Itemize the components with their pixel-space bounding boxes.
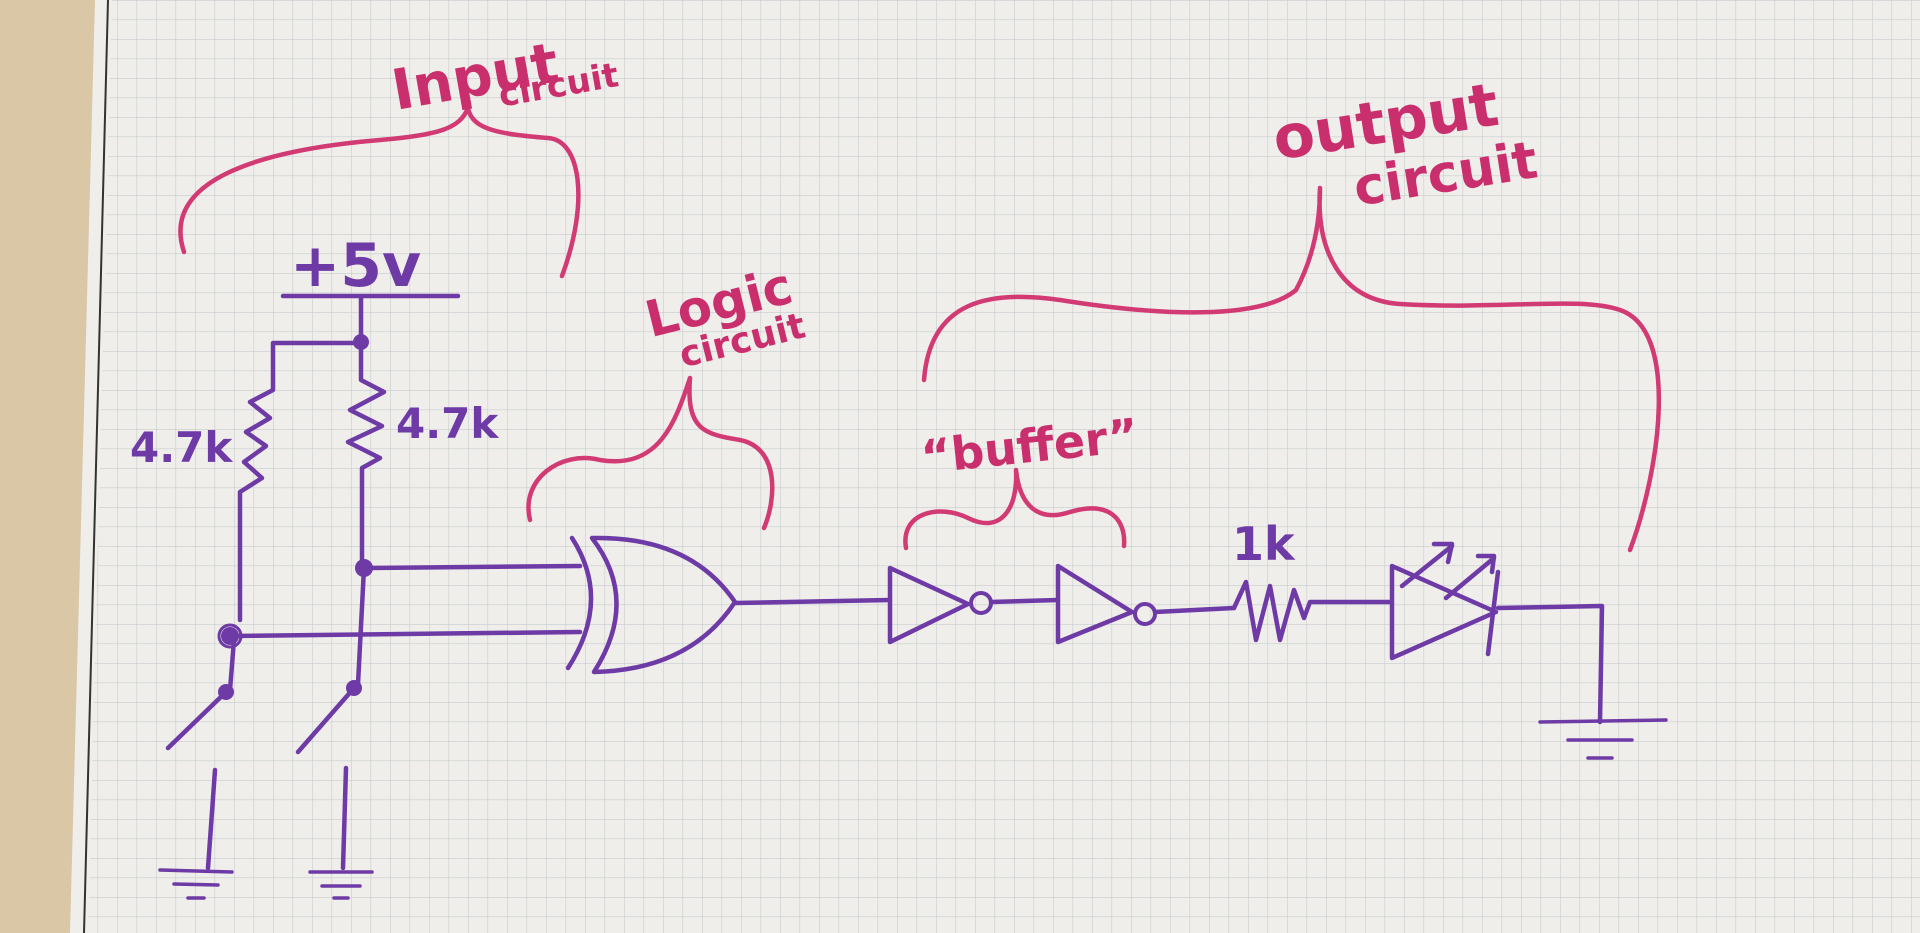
xor-gate-body <box>589 535 738 675</box>
input-wire-a <box>361 563 583 571</box>
input-wire-b <box>227 629 583 639</box>
label-resistor-left: 4.7k <box>130 423 233 472</box>
inverter-1 <box>887 565 971 645</box>
buffer-brace <box>903 467 1127 551</box>
label-supply-voltage: +5v <box>290 231 421 301</box>
switch-left-ground-lead <box>205 767 218 871</box>
switch-left-lever <box>165 689 229 751</box>
led-diode <box>1389 563 1499 661</box>
resistor-right <box>345 340 387 563</box>
label-resistor-right: 4.7k <box>396 399 499 448</box>
led-arrowhead-2 <box>1475 553 1497 575</box>
switch-left-lead <box>227 637 237 693</box>
led-cathode-bar <box>1485 569 1501 657</box>
ground-out-1 <box>1538 718 1668 724</box>
input-brace <box>178 105 581 279</box>
xor-output-wire <box>732 597 893 606</box>
resistor-left <box>237 340 276 623</box>
board-edge-line <box>83 0 109 933</box>
xor-gate-input-arc <box>565 535 594 671</box>
grid-lines <box>88 0 1920 933</box>
led-arrowhead-1 <box>1431 541 1455 565</box>
label-output-circuit: output circuit <box>1268 70 1541 219</box>
inverter-link-wire <box>988 597 1061 605</box>
output-brace <box>921 185 1661 553</box>
resistor-1k <box>1231 579 1393 643</box>
ground-left-2 <box>172 882 220 887</box>
logic-brace <box>526 375 775 531</box>
switch-right-lever <box>295 685 357 755</box>
led-ground-wire <box>1495 603 1605 725</box>
led-arrow-1 <box>1399 543 1455 589</box>
label-resistor-1k: 1k <box>1232 517 1296 571</box>
ground-left-1 <box>158 868 234 874</box>
led-arrow-2 <box>1443 555 1497 601</box>
switch-right-lead <box>355 565 367 687</box>
switch-right-ground-lead <box>340 765 349 871</box>
inverter-2 <box>1055 563 1135 645</box>
to-resistor-wire <box>1152 605 1237 615</box>
